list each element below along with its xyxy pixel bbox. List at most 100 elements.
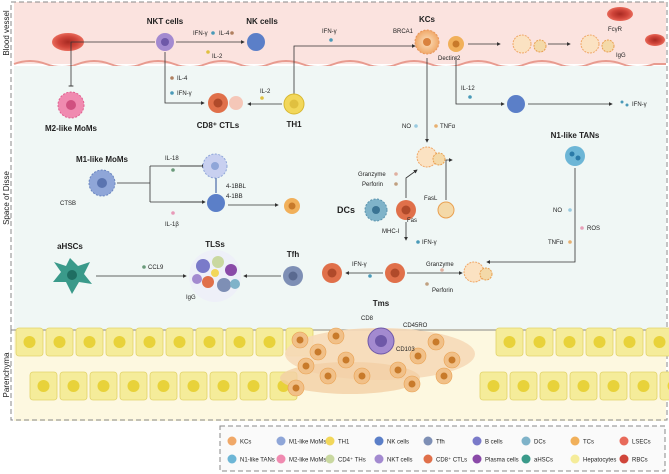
tms-label: Tms (373, 299, 390, 308)
fasl-label: FasL (424, 196, 438, 202)
hepatocyte-icon (225, 327, 254, 357)
hepatocyte-icon (239, 371, 268, 401)
tumor-cell-icon (389, 361, 407, 379)
m2-icon (276, 454, 286, 464)
rbc-icon (619, 454, 629, 464)
hepatocyte-icon (539, 371, 568, 401)
ahscs-label: aHSCs (57, 242, 83, 251)
bcell-icon (472, 436, 482, 446)
hep-icon (570, 454, 580, 464)
hepatocyte-icon (179, 371, 208, 401)
cd103-label: CD103 (396, 347, 415, 353)
tumor-cell-icon (291, 331, 309, 349)
no-tan-label: NO (553, 208, 562, 214)
legend-item: RBCs (619, 454, 648, 464)
rbc-icon (52, 33, 84, 51)
hepatocyte-icon (255, 327, 284, 357)
nkt-cells-label: NKT cells (147, 17, 184, 26)
4-1bb-label: 4-1BB (226, 194, 243, 200)
perforin-label: Perforin (362, 182, 383, 188)
hepatocyte-icon (495, 327, 524, 357)
legend-item: KCs (227, 436, 251, 446)
hepatocyte-icon (29, 371, 58, 401)
legend-label: LSECs (632, 440, 651, 446)
nkt-icon (374, 454, 384, 464)
nk-cell-icon (207, 194, 225, 212)
il4-nkt-label: IL-4 (177, 76, 188, 82)
il18-label: IL-18 (165, 156, 179, 162)
m1-icon (276, 436, 286, 446)
legend-label: DCs (534, 440, 546, 446)
legend-item: aHSCs (521, 454, 553, 464)
legend-label: KCs (240, 440, 251, 446)
tumor-cell-icon (409, 347, 427, 365)
il2-label: IL-2 (212, 54, 223, 60)
cd45ro-label: CD45RO (403, 323, 428, 329)
ifn-gamma-th1-label: IFN-γ (322, 29, 337, 35)
nk-cell-icon (247, 33, 265, 51)
tumor-cell-icon (403, 375, 421, 393)
hepatocyte-icon (165, 327, 194, 357)
legend-item: LSECs (619, 436, 651, 446)
legend-item: TH1 (325, 436, 350, 446)
cd8-icon (423, 454, 433, 464)
hepatocyte-rows (15, 327, 669, 401)
cd4-icon (325, 454, 335, 464)
tnfa-label: TNFα (440, 124, 456, 130)
hepatocyte-icon (105, 327, 134, 357)
legend-label: M1-like MoMs (289, 440, 326, 446)
ctsb-label: CTSB (60, 201, 76, 207)
legend-label: TCs (583, 440, 594, 446)
legend-item: CD8⁺ CTLs (423, 454, 467, 464)
legend-label: Plasma cells (485, 458, 519, 464)
legend-item: Tfh (423, 436, 445, 446)
n1-icon (227, 454, 237, 464)
hepatocyte-icon (555, 327, 584, 357)
legend-item: N1-like TANs (227, 454, 275, 464)
tlss-label: TLSs (205, 240, 225, 249)
legend-label: CD8⁺ CTLs (436, 457, 467, 464)
th1-label: TH1 (286, 120, 302, 129)
tumor-cell-icon (287, 379, 305, 397)
m1-momos-label: M1-like MoMs (76, 155, 129, 164)
cd8-label: CD8 (361, 316, 374, 322)
tumor-cell-icon (353, 367, 371, 385)
hepatocyte-icon (569, 371, 598, 401)
granzyme-lower-label: Granzyme (426, 262, 454, 268)
plasma-icon (472, 454, 482, 464)
dcs-label: DCs (337, 205, 355, 215)
hepatocyte-icon (195, 327, 224, 357)
tumor-cell-icon (443, 351, 461, 369)
ahsc-icon (521, 454, 531, 464)
il4-label: IL-4 (219, 31, 230, 37)
brca1-label: BRCA1 (393, 29, 414, 35)
n1-tans-icon (565, 146, 585, 166)
hepatocyte-icon (509, 371, 538, 401)
legend-item: CD4⁺ THs (325, 454, 366, 464)
nk-cell-icon (507, 95, 525, 113)
rbc-icon (607, 7, 633, 21)
legend-label: TH1 (338, 440, 350, 446)
hepatocyte-icon (59, 371, 88, 401)
no-label: NO (402, 124, 411, 130)
lsec-icon (619, 436, 629, 446)
legend-item: DCs (521, 436, 546, 446)
4-1bbl-label: 4-1BBL (226, 184, 247, 190)
kc-icon (227, 436, 237, 446)
legend-box (219, 425, 666, 472)
region-label-space-of-disse: Space of Disse (2, 171, 11, 225)
legend-item: Hepatocytes (570, 454, 616, 464)
legend-label: N1-like TANs (240, 458, 275, 464)
ifn-gamma-label: IFN-γ (193, 31, 208, 37)
region-label-blood-vessel: Blood vessel (2, 10, 11, 56)
hepatocyte-icon (585, 327, 614, 357)
fas-label: Fas (407, 218, 417, 224)
n1-tans-label: N1-like TANs (551, 131, 600, 140)
il1b-label: IL-1β (165, 222, 179, 228)
hepatocyte-icon (89, 371, 118, 401)
legend-label: M2-like MoMs (289, 458, 326, 464)
legend-label: CD4⁺ THs (338, 457, 366, 464)
tlss-cluster (189, 250, 241, 302)
hepatocyte-icon (45, 327, 74, 357)
